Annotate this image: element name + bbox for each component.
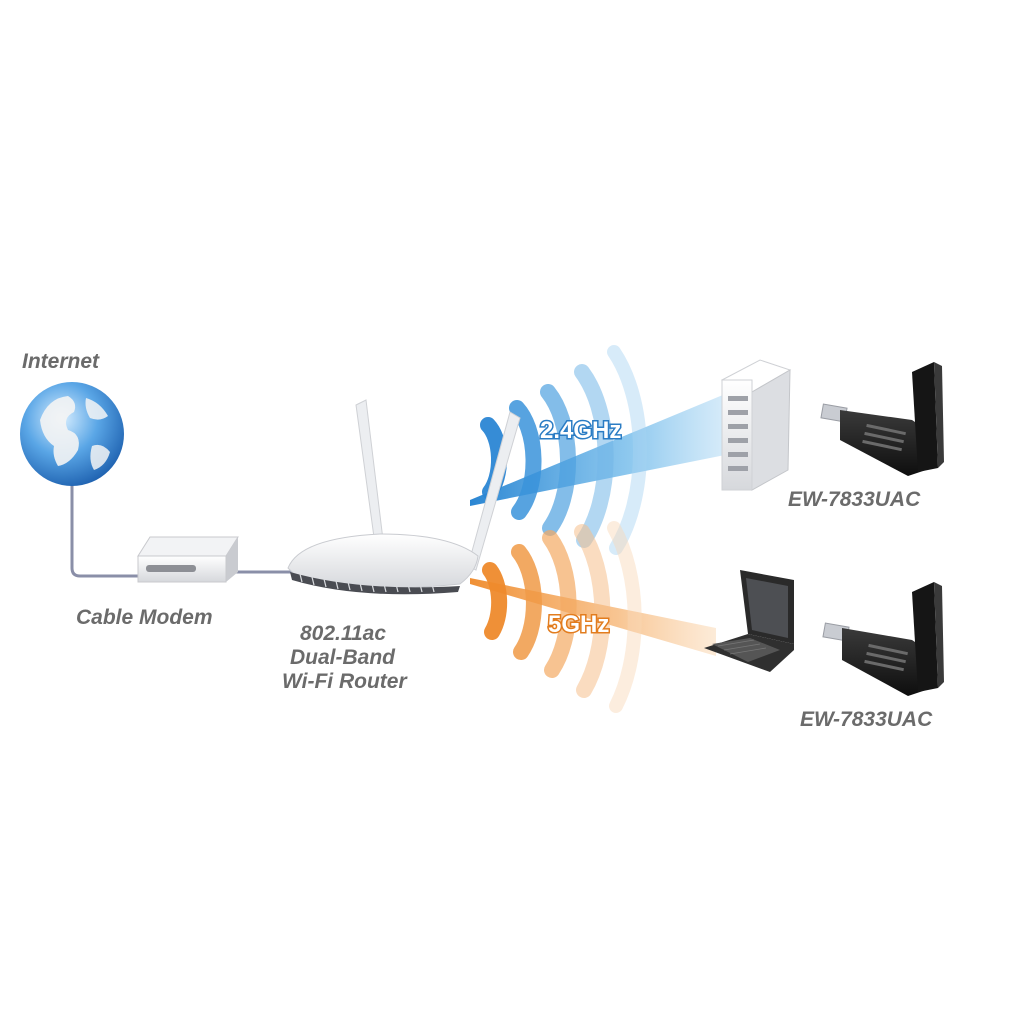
router-label-line2: Dual-Band <box>290 646 396 669</box>
usb-wifi-adapter-icon-bottom <box>822 582 944 696</box>
laptop-icon <box>704 570 794 672</box>
signal-waves-2-4ghz <box>480 345 647 555</box>
band-5ghz-label: 5GHz <box>548 611 609 638</box>
band-2-4ghz-label: 2.4GHz <box>540 417 621 444</box>
signal-waves-5ghz <box>482 521 642 713</box>
router-label-line3: Wi-Fi Router <box>282 670 408 693</box>
internet-label: Internet <box>22 350 100 373</box>
cable-modem-label: Cable Modem <box>76 606 213 629</box>
cable-internet-to-modem <box>70 482 140 578</box>
router-icon <box>287 399 521 595</box>
globe-icon <box>20 382 124 486</box>
router-label-line1: 802.11ac <box>300 622 386 645</box>
adapter-top-label: EW-7833UAC <box>788 488 921 511</box>
adapter-bottom-label: EW-7833UAC <box>800 708 933 731</box>
desktop-pc-icon <box>720 359 792 491</box>
usb-wifi-adapter-icon-top <box>820 362 944 476</box>
cable-modem-icon <box>137 536 239 583</box>
